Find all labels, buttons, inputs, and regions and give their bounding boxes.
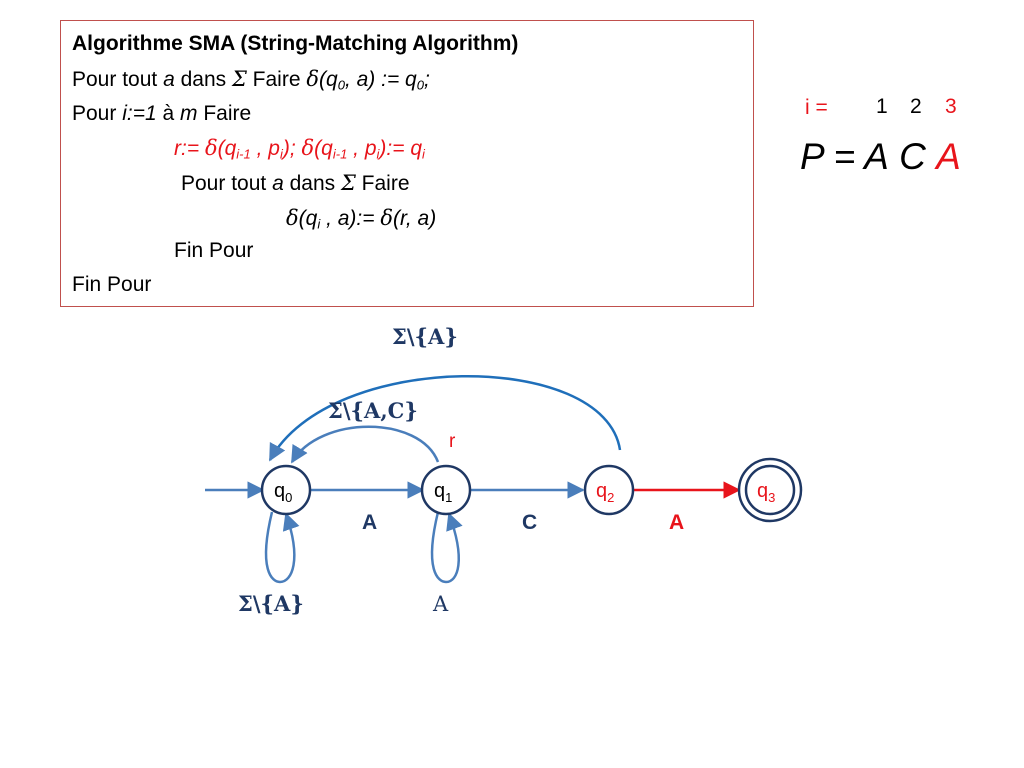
pattern: P = A C A — [800, 136, 961, 178]
keyword: Pour tout — [181, 172, 273, 195]
delta-symbol: δ — [306, 67, 319, 91]
expr-part: (r, a) — [393, 207, 437, 230]
subscript: i — [279, 146, 283, 162]
algorithm-box: Algorithme SMA (String-Matching Algorith… — [60, 20, 754, 307]
algorithm-line-1: Pour tout a dans Σ Faire δ(q0, a) := q0; — [72, 66, 430, 93]
pattern-char-3: A — [936, 136, 961, 177]
state-q3-label: q3 — [757, 480, 775, 505]
state-q2: q2 — [583, 464, 635, 516]
pattern-prefix: P = — [800, 136, 865, 177]
state-q0-label: q0 — [274, 480, 292, 505]
subscript: i-1 — [236, 146, 251, 162]
keyword: Pour tout — [72, 68, 164, 91]
index-value-3: 3 — [945, 95, 957, 118]
index-label: i = — [805, 96, 828, 119]
algorithm-title: Algorithme SMA (String-Matching Algorith… — [72, 32, 519, 55]
edge-label-q2-q3: A — [669, 511, 684, 534]
expr-part: (q — [319, 68, 338, 91]
subscript: i-1 — [332, 146, 348, 162]
pattern-char-2: C — [899, 136, 926, 177]
expr-part: , a):= — [320, 207, 381, 230]
algorithm-line-6: Fin Pour — [174, 239, 254, 262]
algorithm-line-5: δ(qi , a):= δ(r, a) — [286, 205, 436, 232]
state-q3-accepting: q3 — [737, 457, 803, 523]
keyword: Pour — [72, 102, 123, 125]
algorithm-line-3: r:= δ(qi-1 , pi); δ(qi-1 , pi):= qi — [174, 135, 425, 162]
loop-q1-label: A — [432, 592, 449, 616]
expr-part: (q — [298, 207, 318, 230]
keyword: à — [156, 102, 181, 125]
delta-symbol: δ — [380, 206, 394, 230]
subscript: i — [422, 146, 425, 162]
subscript: 0 — [416, 77, 424, 93]
var-i: i:=1 — [122, 102, 157, 125]
loop-q0-label: Σ\{A} — [238, 591, 304, 616]
delta-expression: δ(q0, a) := q0; — [306, 67, 430, 93]
var-a: a — [163, 68, 175, 91]
algorithm-line-7: Fin Pour — [72, 273, 152, 296]
state-q0: q0 — [260, 464, 312, 516]
sigma-symbol: Σ — [231, 67, 247, 91]
keyword: Faire — [197, 102, 252, 125]
expr-part: ; — [423, 68, 430, 91]
algorithm-line-2: Pour i:=1 à m Faire — [72, 101, 251, 127]
keyword: dans — [174, 68, 232, 91]
delta-symbol: δ — [301, 136, 315, 160]
delta-symbol: δ — [204, 136, 218, 160]
keyword: Faire — [355, 172, 410, 195]
index-value-2: 2 — [910, 95, 922, 118]
back-edge-q2-q0-label: Σ\{A} — [392, 324, 458, 349]
expr-part: (q — [217, 137, 237, 160]
expr-part: , a) := q — [344, 68, 417, 91]
expr-part: ); — [282, 137, 302, 160]
pattern-char-1: A — [864, 136, 889, 177]
r-label: r — [449, 431, 456, 452]
subscript: 0 — [337, 77, 345, 93]
keyword: Faire — [246, 68, 307, 91]
var-m: m — [180, 102, 198, 125]
expr-part: , p — [250, 137, 280, 160]
state-q1-label: q1 — [434, 480, 452, 505]
sigma-symbol: Σ — [340, 171, 356, 195]
loop-q0 — [264, 511, 300, 584]
expr-part: r:= — [174, 137, 205, 160]
edge-label-q1-q2: C — [522, 511, 537, 534]
edge-label-q0-q1: A — [362, 511, 377, 534]
expr-part: , p — [347, 137, 377, 160]
algorithm-line-4: Pour tout a dans Σ Faire — [181, 170, 410, 197]
subscript: i — [376, 146, 380, 162]
state-q1: q1 — [420, 464, 472, 516]
keyword: dans — [283, 172, 341, 195]
back-edge-q1-q0-label: Σ\{A,C} — [328, 398, 418, 423]
back-edge-q2-q0 — [268, 374, 622, 462]
var-a: a — [272, 172, 284, 195]
loop-q1 — [430, 511, 463, 584]
subscript: i — [317, 216, 321, 232]
expr-part: (q — [314, 137, 333, 160]
index-value-1: 1 — [876, 95, 888, 118]
state-q2-label: q2 — [596, 480, 614, 505]
back-edge-q1-q0 — [290, 425, 440, 464]
expr-part: ):= q — [379, 137, 423, 160]
delta-symbol: δ — [286, 206, 299, 230]
